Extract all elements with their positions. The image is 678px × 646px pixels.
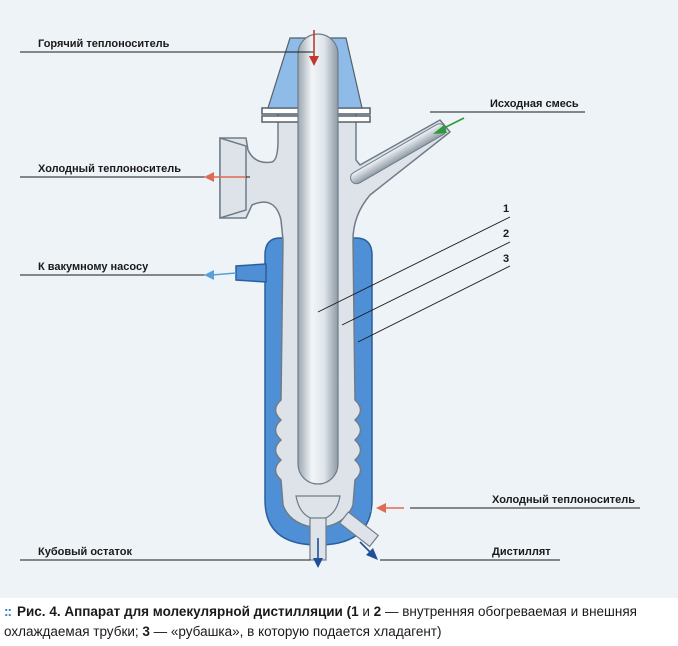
bottoms-arrow [313,538,323,568]
distillate-outlet [338,511,380,548]
caption-desc-1: — внутренняя обогреваемая и внешняя охла… [4,604,637,639]
feed-arrow [433,117,465,134]
label-bottoms: Кубовый остаток [38,546,132,558]
label-vacuum-pump: К вакумному насосу [38,261,149,273]
label-cold-carrier-bottom: Холодный теплоноситель [492,494,635,506]
leader-1 [317,216,511,313]
leader-2 [341,241,511,326]
label-number-2: 2 [503,228,509,240]
feed-tube [350,123,447,185]
vacuum-nozzle [235,263,267,283]
distillate-arrow [359,541,378,560]
label-number-1: 1 [503,203,509,215]
cold-in-arrow [376,503,404,513]
inner-heated-tube [297,33,339,485]
figure-caption: ::Рис. 4. Аппарат для молекулярной дисти… [4,602,674,642]
caption-num-3: 3 [142,624,150,639]
caption-title: Аппарат для молекулярной дистилляции ( [60,604,352,619]
label-feed-mix: Исходная смесь [490,98,579,110]
caption-fig-number: Рис. 4. [17,604,61,619]
label-distillate: Дистиллят [492,546,551,558]
leader-3 [357,265,511,343]
cold-outlet-funnel [219,136,247,220]
hot-arrow [309,30,319,66]
caption-num-1: 1 [351,604,359,619]
cold-inlet-nozzle [350,500,371,512]
caption-num-2: 2 [373,604,382,619]
caption-and: и [358,604,374,619]
caption-desc-2: — «рубашка», в которую подается хладаген… [149,624,442,639]
distillation-apparatus-diagram: Горячий теплоноситель Исходная смесь Хол… [20,30,640,568]
caption-bullet-icon: :: [4,604,12,619]
cold-out-arrow [204,172,246,182]
label-hot-carrier: Горячий теплоноситель [38,38,170,50]
vacuum-arrow [204,270,237,280]
label-cold-carrier-top: Холодный теплоноситель [38,163,181,175]
label-number-3: 3 [503,253,509,265]
